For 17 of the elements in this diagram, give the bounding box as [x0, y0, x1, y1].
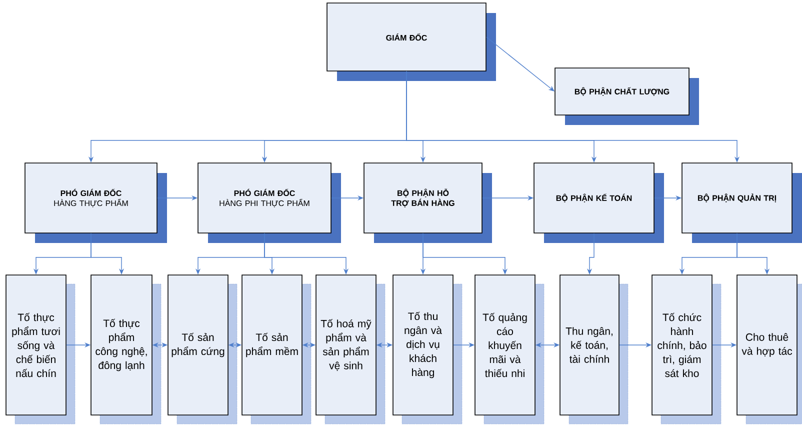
department-box: BỘ PHẬN HỖ TRỢ BÁN HÀNG [364, 162, 482, 234]
team-box: Tố chức hành chính, bảo trì, giám sát kho [652, 274, 712, 416]
department-box: BỘ PHẬN KẾ TOÁN [534, 162, 654, 234]
team-box: Tố sản phẩm cứng [168, 274, 228, 416]
team-box: Thu ngân, kế toán, tài chính [560, 274, 620, 416]
team-box: Tố thực phẩm tươi sống và chế biến nấu chín [6, 274, 66, 416]
team-box: Cho thuê và hợp tác [736, 274, 798, 416]
department-box: PHÓ GIÁM ĐỐC HÀNG PHI THỰC PHẨM [198, 162, 332, 234]
org-box: GIÁM ĐỐC [326, 2, 486, 72]
team-box: Tố sản phẩm mềm [242, 274, 302, 416]
department-box: PHÓ GIÁM ĐỐC HÀNG THỰC PHẨM [24, 162, 158, 234]
team-box: Tố hoá mỹ phẩm và sản phẩm vệ sinh [316, 274, 376, 416]
department-box: BỘ PHẬN QUẢN TRỊ [682, 162, 792, 234]
team-box: Tố thu ngân và dịch vụ khách hàng [392, 274, 454, 416]
team-box: Tố thực phẩm công nghệ, đông lạnh [90, 274, 152, 416]
team-box: Tố quảng cáo khuyến mãi và thiếu nhi [474, 274, 536, 416]
org-box: BỘ PHẬN CHẤT LƯỢNG [554, 68, 690, 116]
